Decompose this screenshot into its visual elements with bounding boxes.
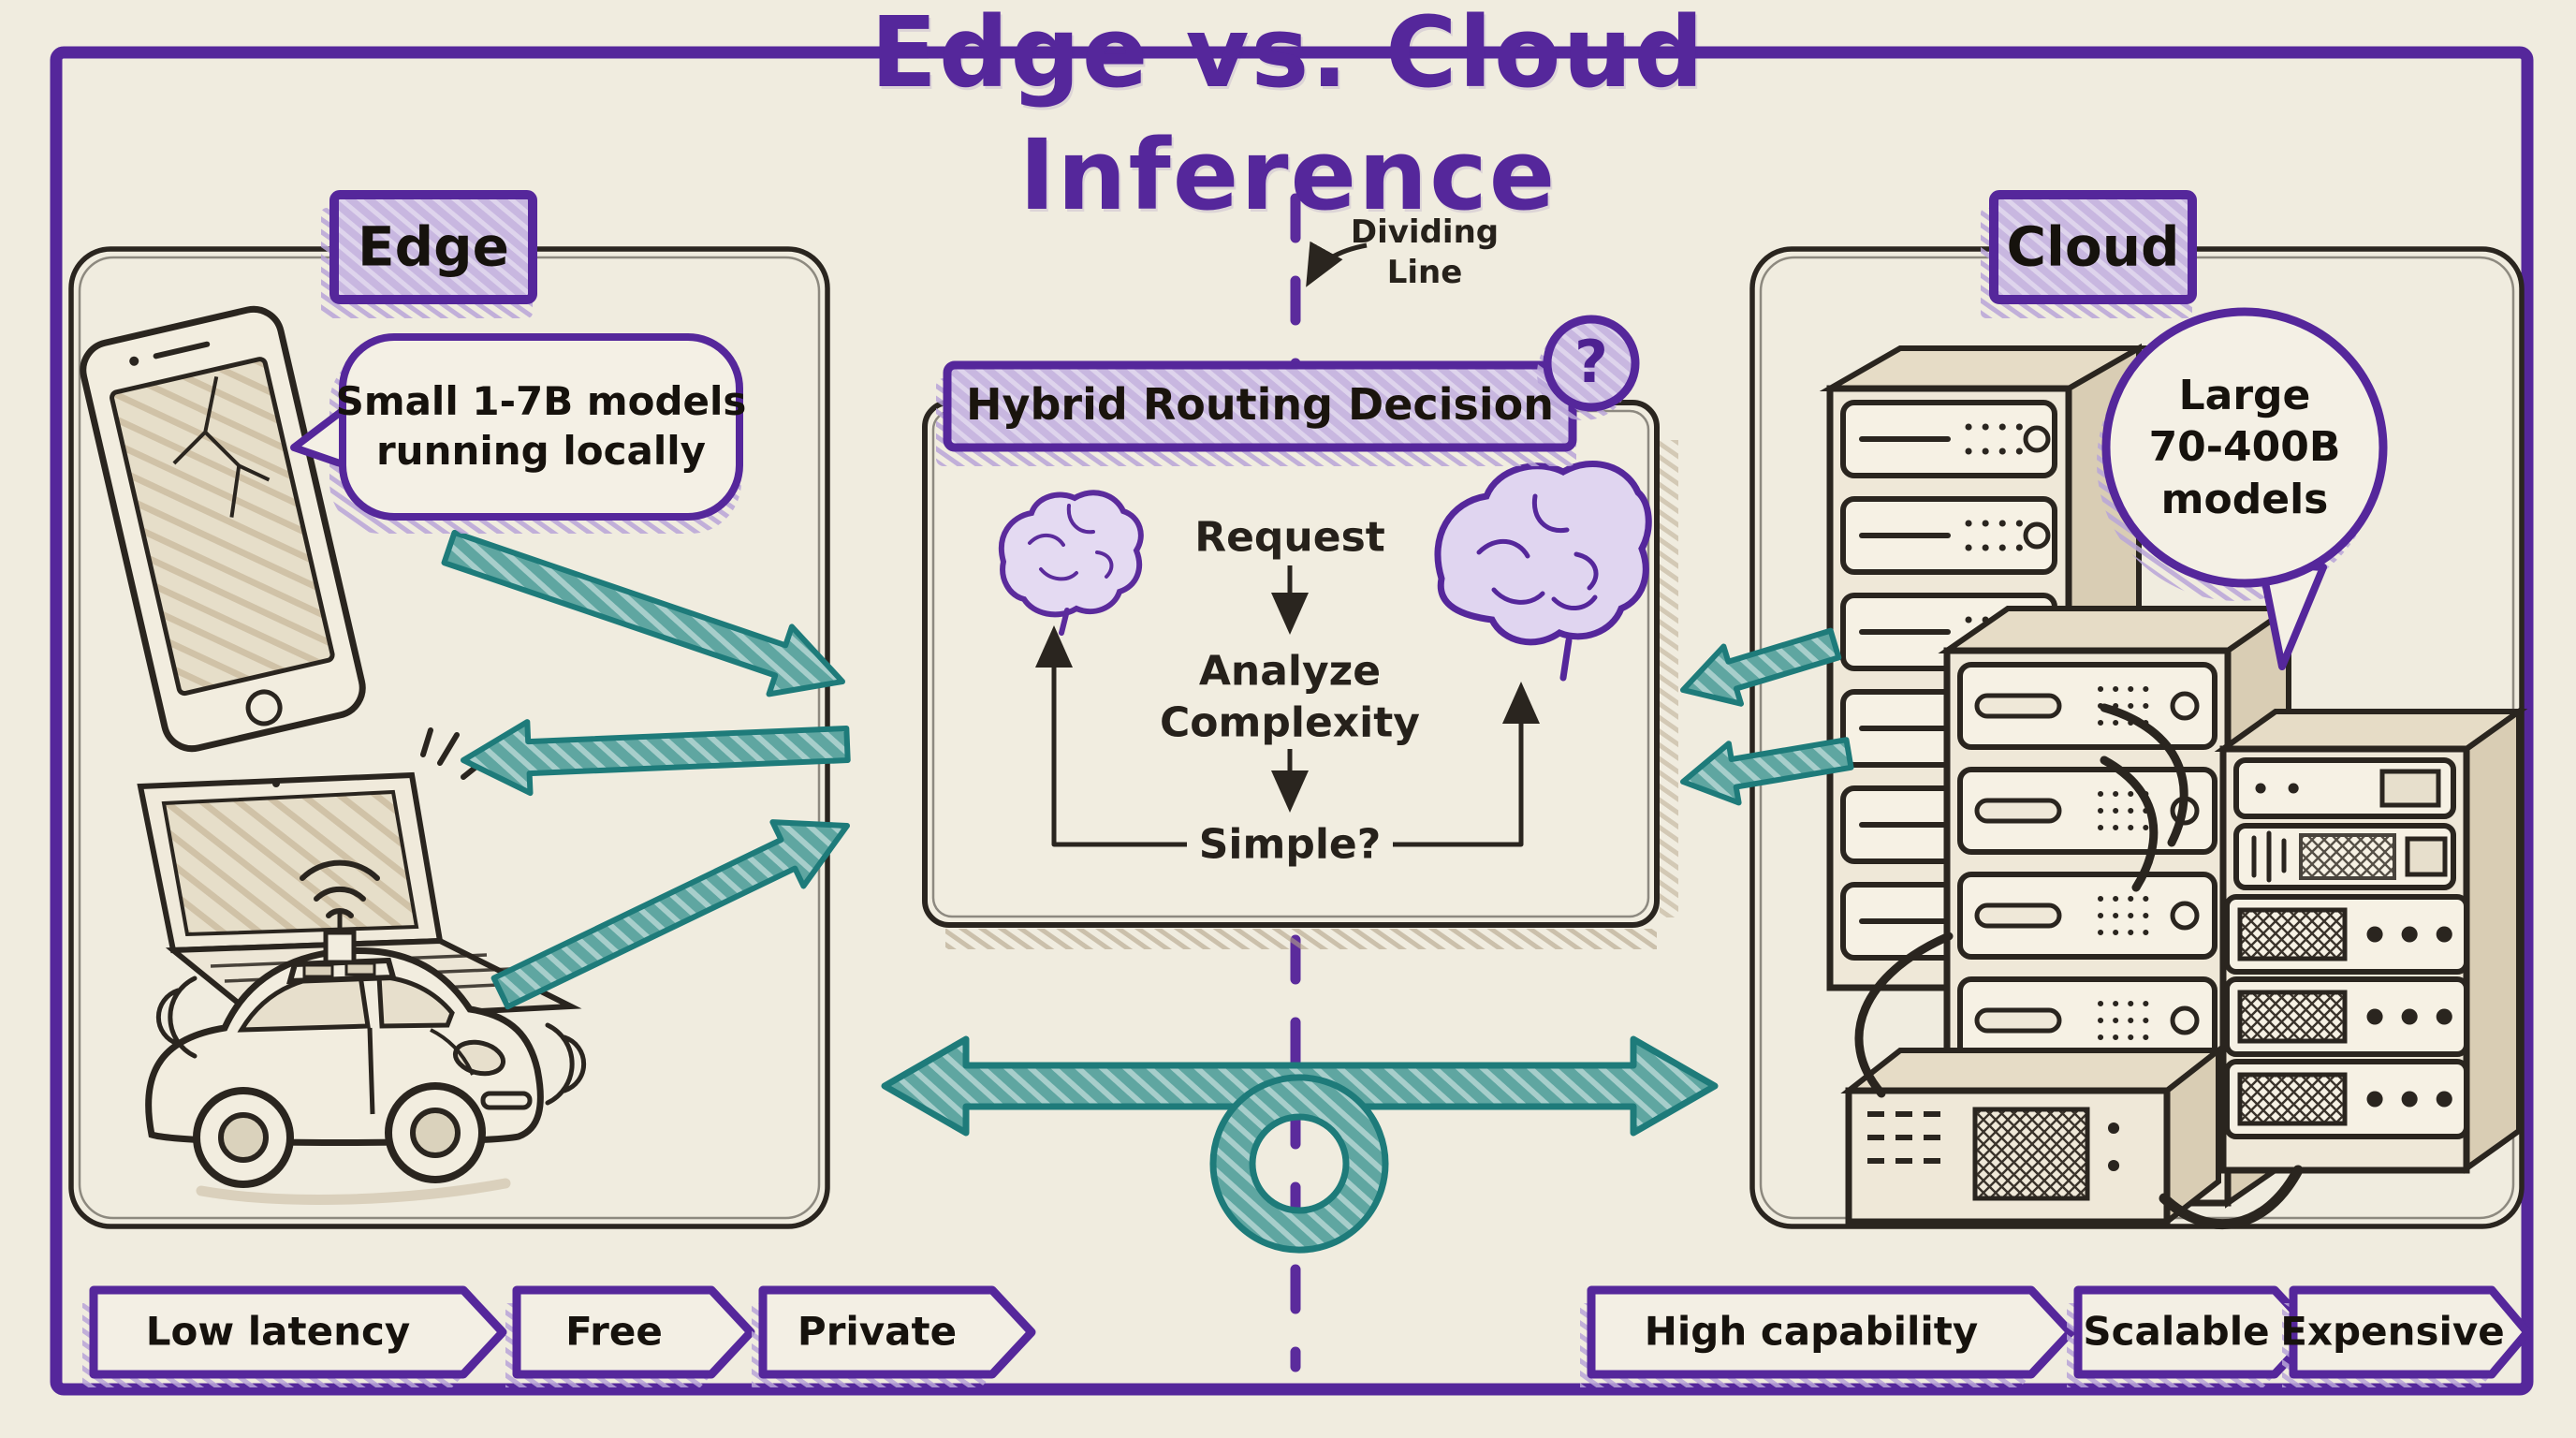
tag-expensive-label: Expensive (2280, 1308, 2505, 1355)
smartphone-icon (80, 305, 366, 753)
autonomous-car-icon (145, 859, 587, 1205)
cloud-bubble-text: Large 70-400B models (2148, 371, 2341, 523)
tag-free (512, 1285, 755, 1379)
edge-speech-bubble (290, 333, 743, 534)
page-title: Edge vs. Cloud Inference (871, 0, 1705, 232)
question-badge-mark: ? (1574, 327, 1608, 396)
cloud-label-box (1981, 190, 2197, 318)
flow-step-analyze-complexity: Analyze Complexity (1160, 647, 1420, 747)
dividing-line-label: Dividing Line (1350, 213, 1500, 291)
cloud-panel-label: Cloud (2006, 214, 2180, 279)
tag-low-latency (89, 1285, 507, 1379)
bidirectional-routing-arrow (881, 1035, 1719, 1254)
large-model-brain-icon (1434, 461, 1652, 682)
router-flow-arrows (1035, 565, 1540, 847)
edge-to-router-arrows (441, 529, 851, 1010)
edge-tags (82, 1285, 1036, 1387)
cloud-tags (1580, 1285, 2532, 1387)
flow-step-simple: Simple? (1198, 820, 1382, 869)
edge-panel-label: Edge (358, 214, 509, 279)
arrow-loop-right-up (1393, 682, 1540, 847)
server-rack-right (2214, 706, 2528, 1174)
server-cables (1854, 703, 2304, 1230)
arrow-cloud-to-router-1 (1680, 627, 1842, 707)
arrow-car-to-router (490, 819, 850, 1010)
tag-low-latency-label: Low latency (145, 1308, 411, 1355)
question-badge (1537, 315, 1640, 420)
dividing-line-pointer-arrow (1306, 241, 1368, 287)
tag-private-label: Private (797, 1308, 958, 1355)
tag-free-label: Free (565, 1308, 663, 1355)
cloud-speech-bubble (2097, 307, 2388, 670)
small-model-brain-icon (999, 490, 1144, 636)
tag-high-capability (1587, 1285, 2075, 1379)
flow-step-request: Request (1194, 513, 1385, 562)
arrow-router-to-laptop (461, 719, 851, 797)
tag-expensive (2289, 1285, 2532, 1379)
server-box (1840, 1044, 2227, 1228)
edge-label-box (321, 190, 537, 318)
tag-private (758, 1285, 1036, 1379)
tag-high-capability-label: High capability (1644, 1308, 1979, 1355)
outer-frame (50, 46, 2534, 1396)
arrow-cloud-to-router-2 (1680, 737, 1854, 806)
cloud-to-router-arrows (1680, 627, 1854, 806)
edge-bubble-text: Small 1-7B models running locally (335, 378, 747, 474)
tag-scalable-label: Scalable (2083, 1308, 2270, 1355)
router-banner-title: Hybrid Routing Decision (966, 379, 1554, 431)
router-banner (936, 360, 1577, 466)
arrow-phone-to-router (441, 529, 845, 697)
arrow-loop-left-up (1035, 625, 1187, 847)
